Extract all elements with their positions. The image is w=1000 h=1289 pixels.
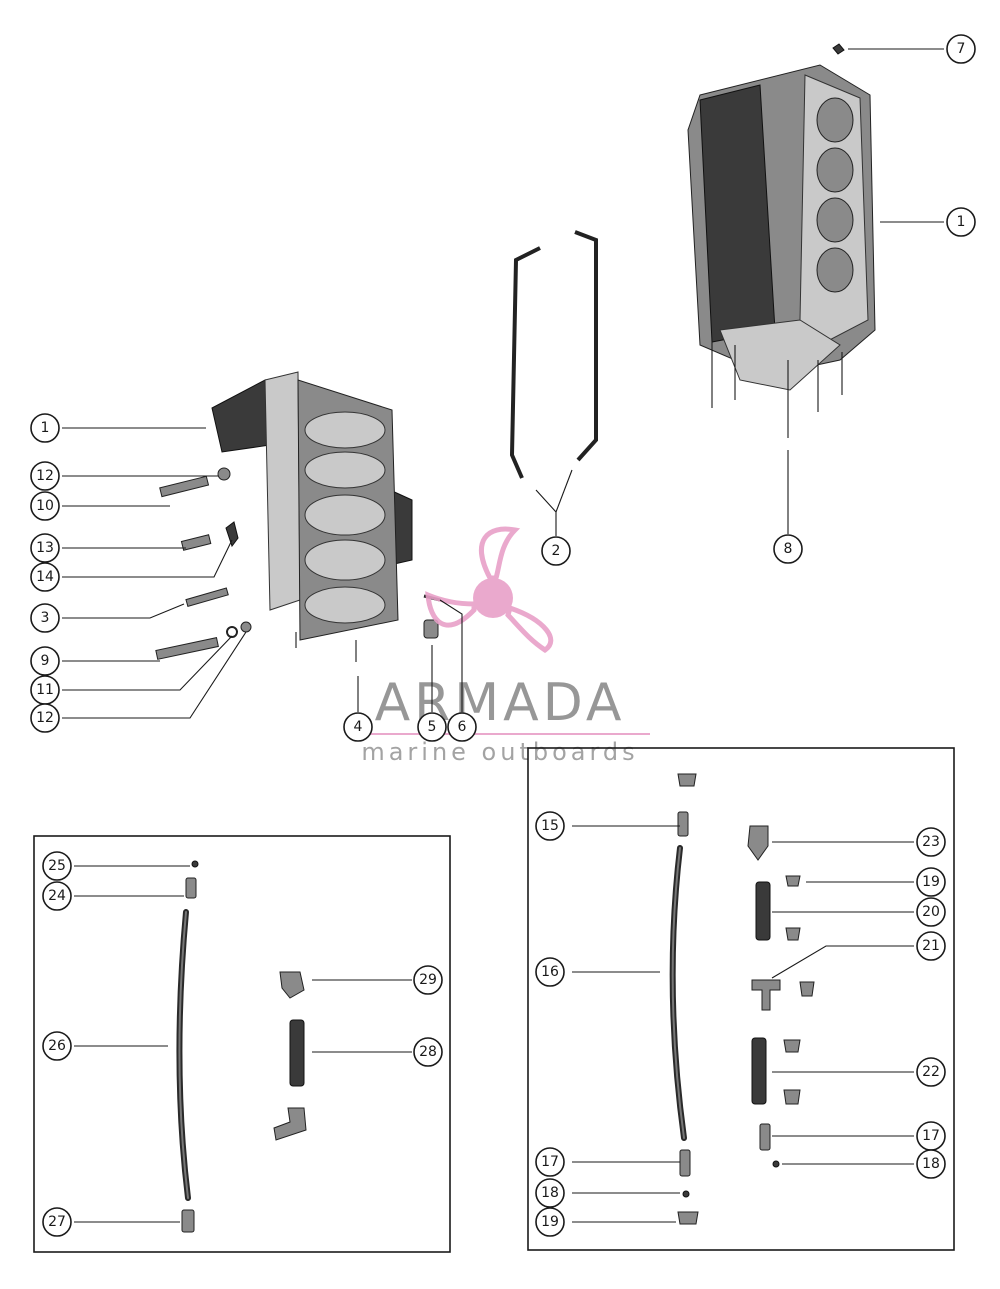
callout-29: 29 [413,965,443,995]
callout-7: 7 [946,34,976,64]
callout-21: 21 [916,931,946,961]
callout-17-label: 17 [922,1128,940,1144]
callout-4: 4 [343,712,373,742]
callout-19-label: 19 [922,874,940,890]
callout-22-label: 22 [922,1064,940,1080]
callout-28: 28 [413,1037,443,1067]
callout-8: 8 [773,534,803,564]
callout-14: 14 [30,562,60,592]
callout-7-label: 7 [957,41,966,57]
panel-left-parts [176,860,307,1233]
callout-25: 25 [42,851,72,881]
callout-17-right: 17 [916,1121,946,1151]
callout-17-label: 17 [541,1154,559,1170]
callout-11-label: 11 [36,682,54,698]
callout-16: 16 [535,957,565,987]
crankcase-seal-strips [509,230,598,479]
callout-19-label: 19 [541,1214,559,1230]
callout-9-label: 9 [41,653,50,669]
callout-4-label: 4 [354,719,363,735]
callout-23: 23 [916,827,946,857]
callout-2-label: 2 [552,543,561,559]
callout-8-label: 8 [784,541,793,557]
callout-18-label: 18 [922,1156,940,1172]
callout-19-right: 19 [916,867,946,897]
callout-12-bottom: 12 [30,703,60,733]
callout-2: 2 [541,536,571,566]
callout-21-label: 21 [922,938,940,954]
callout-1-label: 1 [41,420,50,436]
callout-18-left: 18 [535,1178,565,1208]
callout-15: 15 [535,811,565,841]
leader-lines [62,48,944,1223]
callout-15-label: 15 [541,818,559,834]
callout-13-label: 13 [36,540,54,556]
armada-watermark: ARMADA marine outboards [348,526,650,766]
callout-1-label: 1 [957,214,966,230]
callout-6: 6 [447,712,477,742]
crankcase-cover-assembly [155,371,441,662]
callout-26-label: 26 [48,1038,66,1054]
cylinder-block-assembly [687,43,876,438]
callout-28-label: 28 [419,1044,437,1060]
panel-left [33,835,451,1253]
callout-1-left: 1 [30,413,60,443]
callout-20: 20 [916,897,946,927]
callout-13: 13 [30,533,60,563]
callout-18-label: 18 [541,1185,559,1201]
callout-24: 24 [42,881,72,911]
callout-10-label: 10 [36,498,54,514]
callout-29-label: 29 [419,972,437,988]
callout-20-label: 20 [922,904,940,920]
callout-19-left: 19 [535,1207,565,1237]
callout-16-label: 16 [541,964,559,980]
plug-part [832,43,845,55]
panel-right-parts [669,773,815,1225]
panel-right [527,747,955,1251]
watermark-subtitle: marine outboards [361,738,638,766]
callout-12-label: 12 [36,710,54,726]
watermark-title: ARMADA [375,673,626,733]
callout-24-label: 24 [48,888,66,904]
callout-14-label: 14 [36,569,54,585]
callout-9: 9 [30,646,60,676]
callout-1-right: 1 [946,207,976,237]
callout-27: 27 [42,1207,72,1237]
callout-17-left: 17 [535,1147,565,1177]
callout-5: 5 [417,712,447,742]
callout-3-label: 3 [41,610,50,626]
callout-10: 10 [30,491,60,521]
callout-3: 3 [30,603,60,633]
callout-5-label: 5 [428,719,437,735]
callout-12-top: 12 [30,461,60,491]
propeller-logo [425,526,554,654]
callout-18-right: 18 [916,1149,946,1179]
callout-11: 11 [30,675,60,705]
callout-6-label: 6 [458,719,467,735]
callout-25-label: 25 [48,858,66,874]
callout-12-label: 12 [36,468,54,484]
callout-22: 22 [916,1057,946,1087]
callout-26: 26 [42,1031,72,1061]
callout-23-label: 23 [922,834,940,850]
callout-27-label: 27 [48,1214,66,1230]
